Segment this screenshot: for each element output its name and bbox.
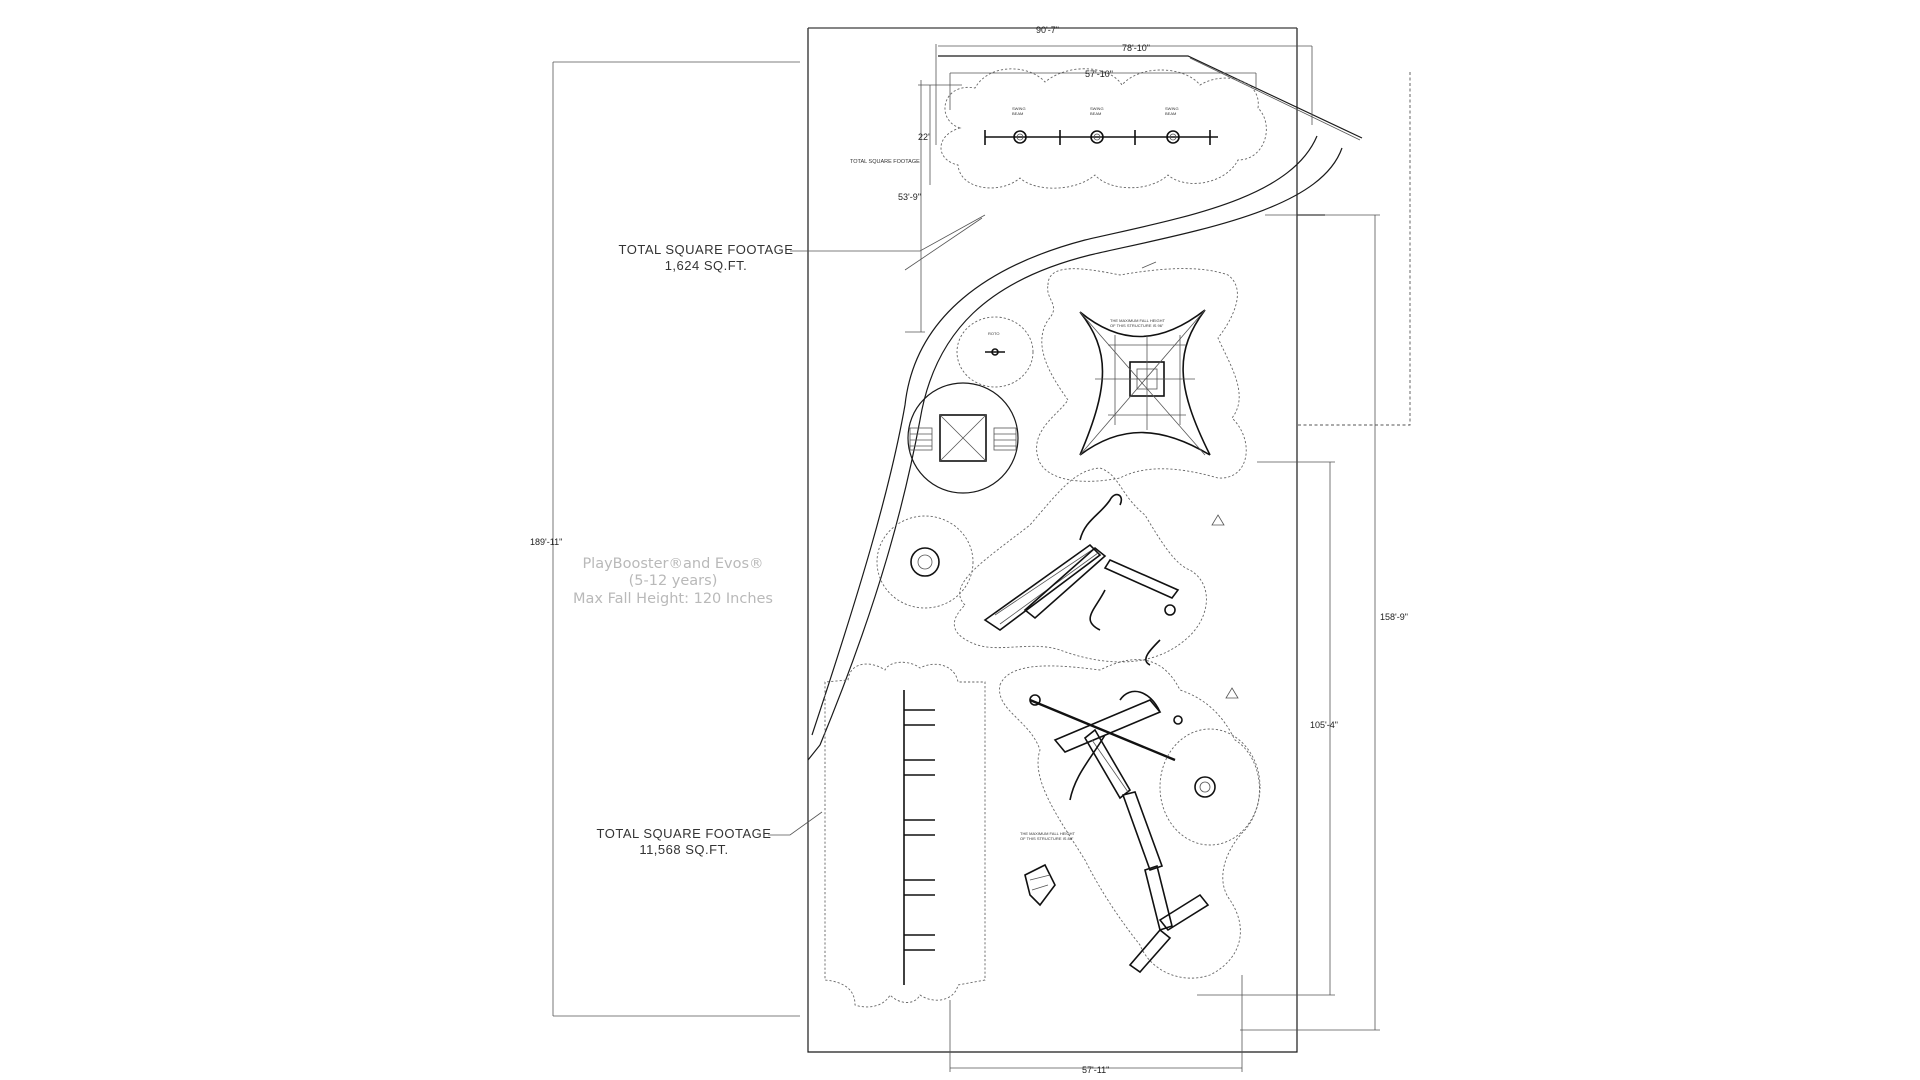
watermark-line-2: (5-12 years) <box>629 573 718 589</box>
svg-text:OF THIS STRUCTURE IS 88": OF THIS STRUCTURE IS 88" <box>1020 836 1074 841</box>
svg-text:OF THIS STRUCTURE IS 96": OF THIS STRUCTURE IS 96" <box>1110 323 1164 328</box>
svg-text:SWING: SWING <box>1165 106 1179 111</box>
watermark-line-3: Max Fall Height: 120 Inches <box>573 591 773 607</box>
dimension-labels: 90'-7" 78'-10" 57'-10" 22' 53'-9" 189'-1… <box>530 25 1408 1075</box>
dim-overall-height: 189'-11" <box>530 537 562 547</box>
dim-upper-width: 78'-10" <box>1122 43 1150 53</box>
watermark-line-1: PlayBooster®and Evos® <box>582 556 763 572</box>
spinner-zone: ROTO <box>956 316 1034 388</box>
net-fall-height-note: THE MAXIMUM FALL HEIGHT <box>1110 318 1166 323</box>
recycle-icon <box>1211 514 1225 526</box>
freestanding-climber <box>1024 863 1056 907</box>
lower-area-title: TOTAL SQUARE FOOTAGE <box>597 826 772 841</box>
dim-upper-left-depth: 53'-9" <box>898 192 921 202</box>
main-structure <box>1029 690 1210 974</box>
svg-text:BEAM: BEAM <box>1090 111 1101 116</box>
dim-right-height: 158'-9" <box>1380 612 1408 622</box>
svg-text:SWING: SWING <box>1012 106 1026 111</box>
left-swing-zone <box>824 661 986 1008</box>
watermark-label: PlayBooster®and Evos® (5-12 years) Max F… <box>573 556 773 607</box>
dimension-lines <box>552 27 1411 1072</box>
svg-text:BEAM: BEAM <box>1012 111 1023 116</box>
small-square-footage-label: TOTAL SQUARE FOOTAGE <box>850 159 920 165</box>
dim-top-zone-width: 57'-10" <box>1085 69 1113 79</box>
leaders <box>768 214 986 836</box>
lower-area-value: 11,568 SQ.FT. <box>639 842 728 857</box>
main-structure-zone: THE MAXIMUM FALL HEIGHT OF THIS STRUCTUR… <box>999 659 1260 979</box>
recycle-icon <box>1225 687 1239 699</box>
dim-lower-right-height: 105'-4" <box>1310 720 1338 730</box>
upper-area-title: TOTAL SQUARE FOOTAGE <box>619 242 794 257</box>
north-arrow-icon <box>1141 261 1157 269</box>
svg-text:ROTO: ROTO <box>988 331 999 336</box>
area-labels: TOTAL SQUARE FOOTAGE TOTAL SQUARE FOOTAG… <box>597 159 921 857</box>
symbols <box>1141 261 1239 699</box>
svg-text:BEAM: BEAM <box>1165 111 1176 116</box>
site-boundary <box>807 27 1363 1053</box>
pavilion-zone <box>907 382 1019 494</box>
merry-go-round-zone <box>876 515 974 609</box>
middle-structure-zone <box>953 467 1207 666</box>
dim-bottom-width: 57'-11" <box>1082 1065 1109 1075</box>
main-fall-height-note: THE MAXIMUM FALL HEIGHT <box>1020 831 1076 836</box>
dim-top-zone-depth: 22' <box>918 132 930 142</box>
net-climber-structure <box>1079 309 1211 456</box>
swing-seats <box>1013 130 1180 144</box>
upper-area-value: 1,624 SQ.FT. <box>665 258 748 273</box>
spinner-right-zone <box>1159 728 1261 846</box>
swing-beam-posts <box>984 130 1211 145</box>
middle-structure <box>983 493 1180 666</box>
dim-overall-width: 90'-7" <box>1036 25 1059 35</box>
svg-text:SWING: SWING <box>1090 106 1104 111</box>
picnic-benches <box>909 427 1017 451</box>
net-climber-zone: THE MAXIMUM FALL HEIGHT OF THIS STRUCTUR… <box>1036 268 1247 482</box>
swing-bays <box>904 709 935 951</box>
curved-walkway <box>807 135 1343 761</box>
